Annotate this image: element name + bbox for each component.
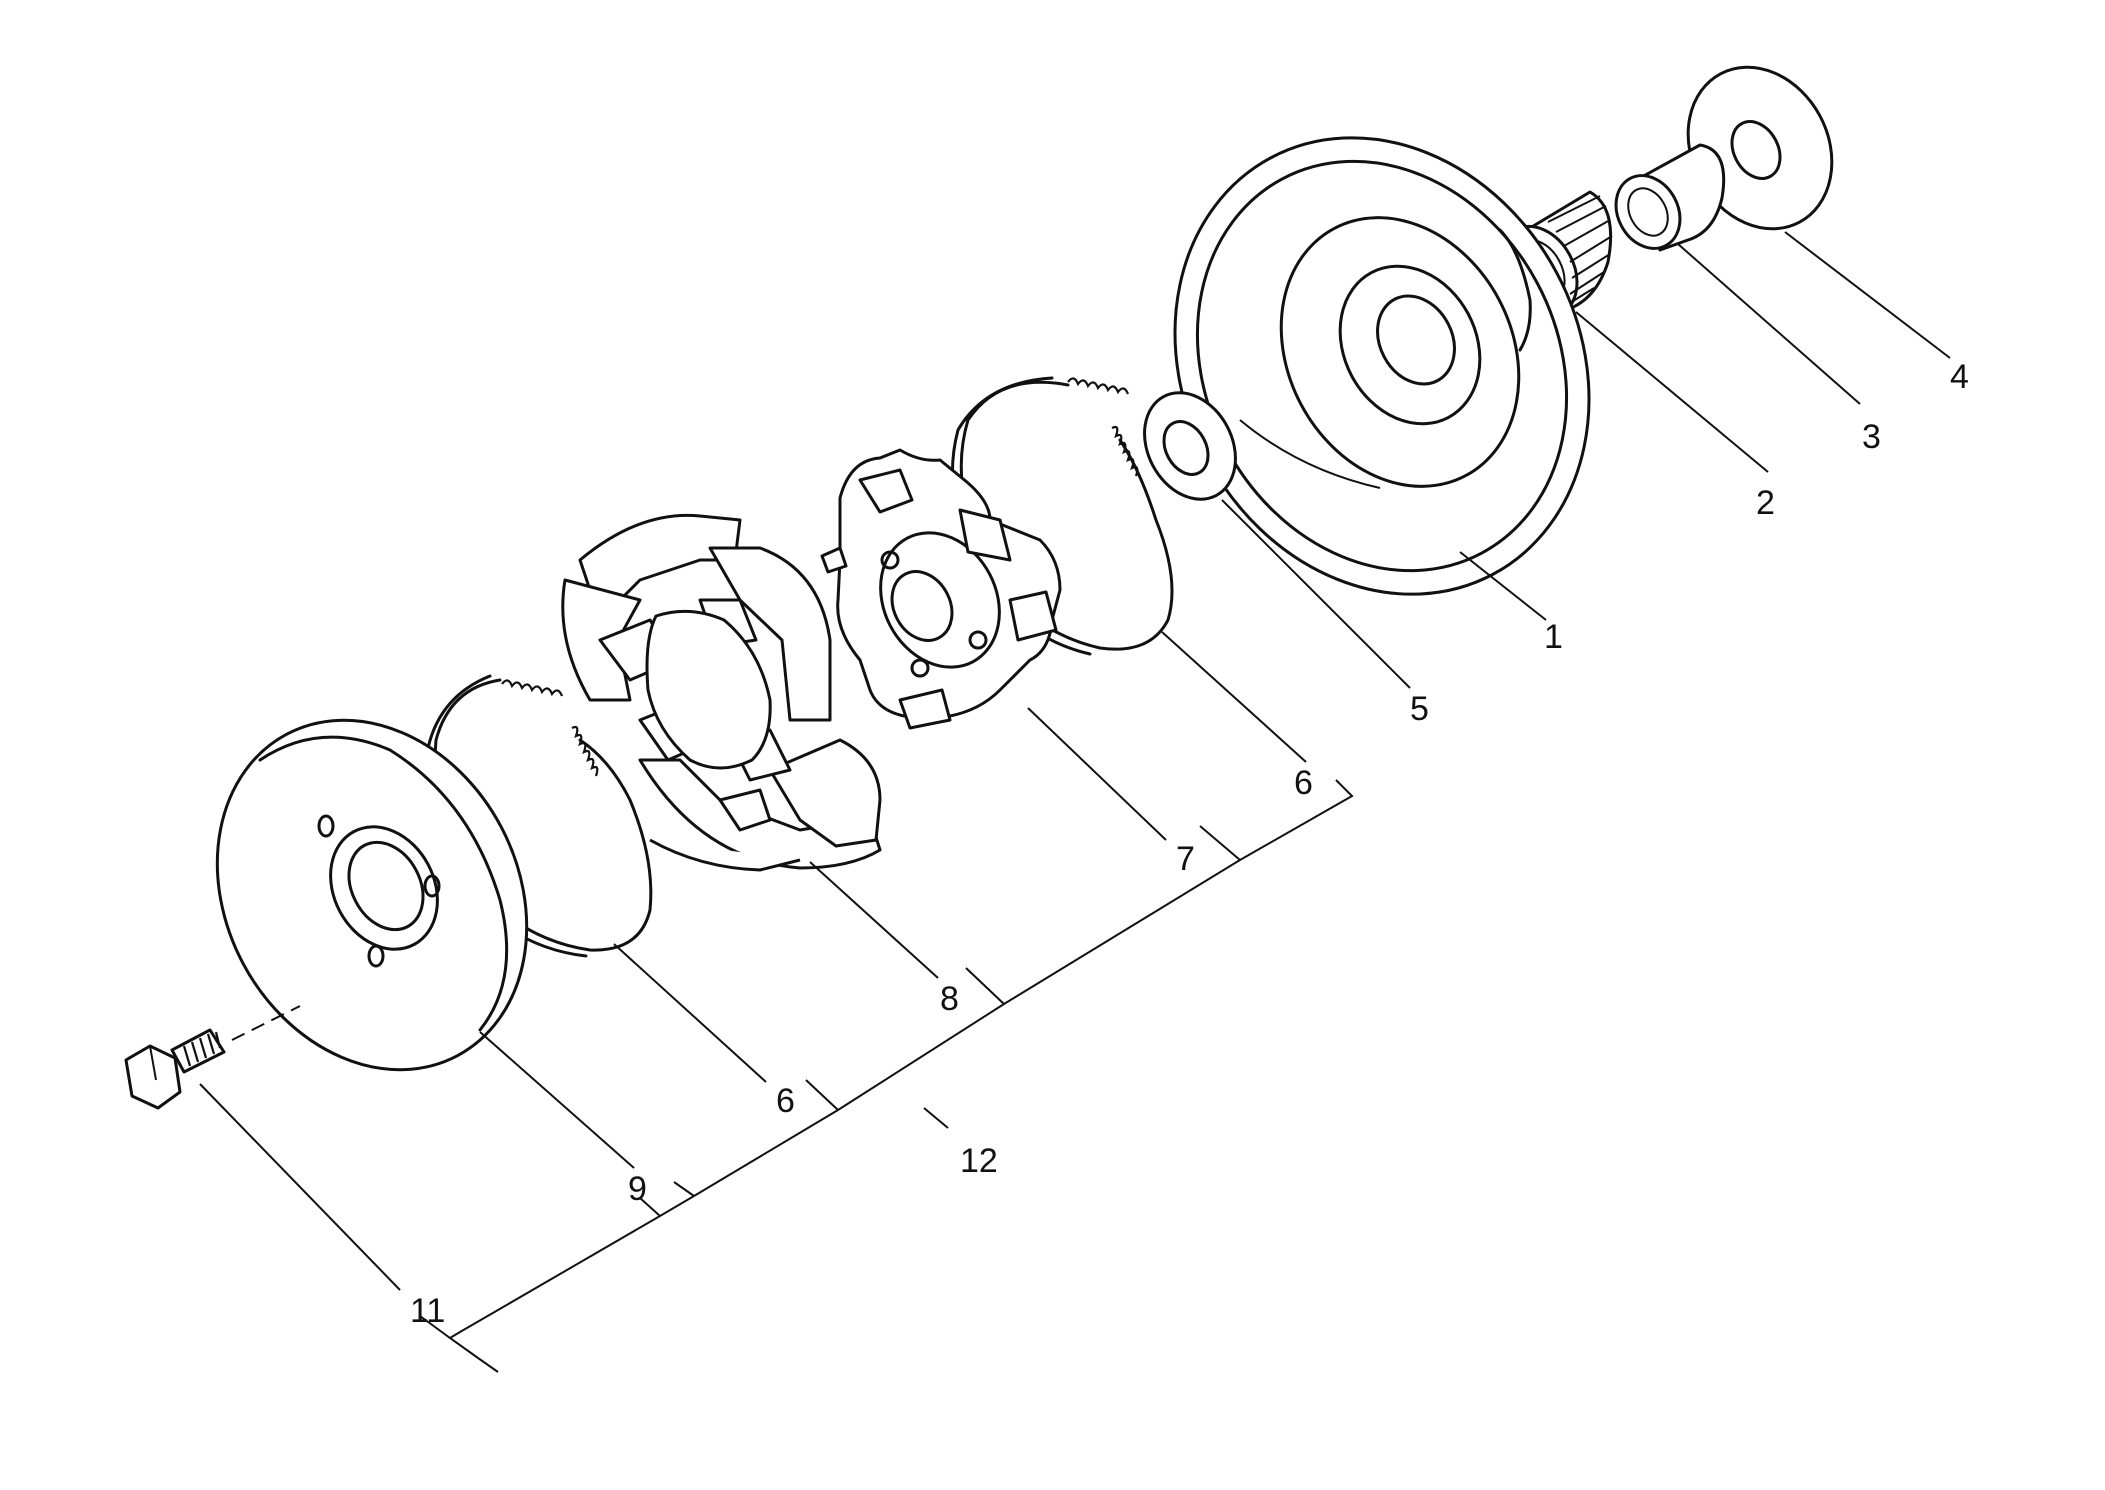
thrust-washer-icon xyxy=(1143,391,1237,501)
leader-3 xyxy=(1677,243,1861,405)
callout-1: 1 xyxy=(1544,618,1563,656)
bushing-icon xyxy=(1614,143,1726,252)
callout-11: 11 xyxy=(410,1292,445,1330)
callout-7: 7 xyxy=(1176,840,1195,878)
clutch-hub-icon xyxy=(820,448,1062,730)
callout-3: 3 xyxy=(1862,418,1881,456)
callout-12: 12 xyxy=(960,1142,998,1180)
cover-plate-icon xyxy=(215,718,529,1072)
leader-2 xyxy=(1575,311,1769,473)
callout-2: 2 xyxy=(1756,484,1775,522)
callout-8: 8 xyxy=(940,980,959,1018)
leader-11 xyxy=(199,1083,401,1291)
hex-bolt-icon xyxy=(124,1005,301,1110)
callout-4: 4 xyxy=(1950,358,1969,396)
clutch-assembly-bracket-icon xyxy=(448,779,1354,1359)
callout-9: 9 xyxy=(628,1170,647,1208)
leader-lines xyxy=(199,231,1951,1373)
leader-5 xyxy=(1221,499,1411,689)
leader-6a xyxy=(1161,631,1307,763)
leader-9 xyxy=(479,1031,635,1169)
callout-6-upper: 6 xyxy=(1294,764,1313,802)
callout-5: 5 xyxy=(1410,690,1429,728)
leader-7 xyxy=(1027,707,1167,841)
callout-labels: 4 3 2 1 5 6 7 8 6 12 9 11 xyxy=(410,358,1969,1330)
callout-6-lower: 6 xyxy=(776,1082,795,1120)
leader-6b xyxy=(613,943,767,1083)
leader-1 xyxy=(1459,551,1547,621)
leader-8 xyxy=(809,861,939,979)
leader-4 xyxy=(1784,231,1951,359)
clutch-drum-icon xyxy=(1173,136,1591,596)
clutch-shoes-icon xyxy=(561,513,882,872)
